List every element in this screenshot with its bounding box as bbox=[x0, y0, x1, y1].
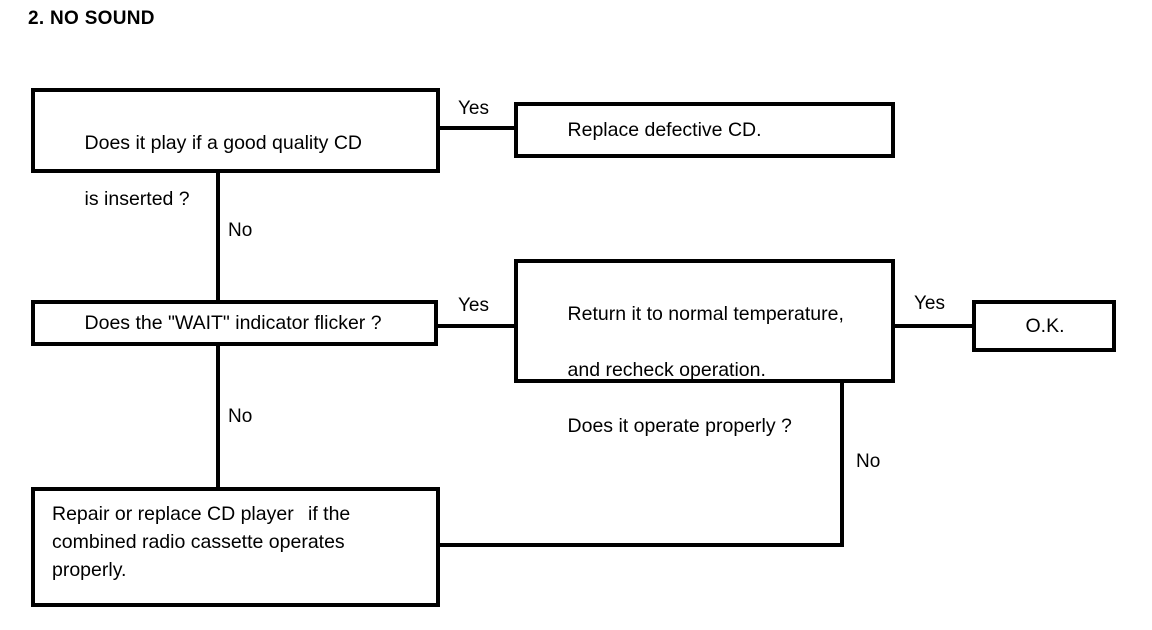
edge-q-cd-to-q-wait bbox=[216, 168, 220, 308]
node-repair-or-replace-line3: properly. bbox=[52, 559, 127, 581]
edge-label-no-wait: No bbox=[228, 406, 253, 427]
node-return-normal-temperature[interactable]: Return it to normal temperature, and rec… bbox=[514, 259, 895, 437]
edge-return-temp-to-ok bbox=[891, 324, 976, 328]
node-repair-or-replace-line1-overlap: if the bbox=[308, 503, 351, 525]
edge-q-wait-to-repair bbox=[216, 346, 220, 491]
edge-label-yes-cd: Yes bbox=[458, 98, 489, 119]
node-replace-defective-cd[interactable]: Replace defective CD. bbox=[514, 102, 895, 158]
edge-label-no-temp: No bbox=[856, 451, 881, 472]
node-repair-or-replace[interactable]: Repair or replace CD player if the combin… bbox=[31, 487, 440, 607]
node-question-wait-indicator[interactable]: Does the "WAIT" indicator flicker ? bbox=[31, 300, 438, 346]
node-ok-line1: O.K. bbox=[1025, 315, 1065, 337]
edge-q-cd-to-replace bbox=[436, 126, 518, 130]
page-title: 2. NO SOUND bbox=[28, 8, 155, 29]
edge-label-yes-wait: Yes bbox=[458, 295, 489, 316]
node-return-normal-temperature-line3: Does it operate properly ? bbox=[567, 415, 792, 437]
node-return-normal-temperature-line1: Return it to normal temperature, bbox=[567, 303, 844, 325]
node-question-good-quality-cd[interactable]: Does it play if a good quality CD is ins… bbox=[31, 88, 440, 210]
edge-label-no-cd: No bbox=[228, 220, 253, 241]
node-repair-or-replace-line1-base: Repair or replace CD player bbox=[52, 503, 294, 525]
node-repair-or-replace-line1: Repair or replace CD player if the bbox=[52, 500, 350, 528]
node-question-good-quality-cd-line1: Does it play if a good quality CD bbox=[84, 132, 362, 154]
node-ok[interactable]: O.K. bbox=[972, 300, 1116, 352]
edge-return-temp-no-horizontal bbox=[436, 543, 844, 547]
node-replace-defective-cd-line1: Replace defective CD. bbox=[567, 119, 762, 141]
edge-return-temp-no-vertical bbox=[840, 383, 844, 547]
node-question-good-quality-cd-line2: is inserted ? bbox=[84, 188, 190, 210]
node-repair-or-replace-line2: combined radio cassette operates bbox=[52, 531, 345, 553]
node-return-normal-temperature-line2: and recheck operation. bbox=[567, 359, 766, 381]
node-question-wait-indicator-line1: Does the "WAIT" indicator flicker ? bbox=[84, 312, 382, 334]
edge-q-wait-to-return-temp bbox=[434, 324, 518, 328]
edge-label-yes-temp: Yes bbox=[914, 293, 945, 314]
